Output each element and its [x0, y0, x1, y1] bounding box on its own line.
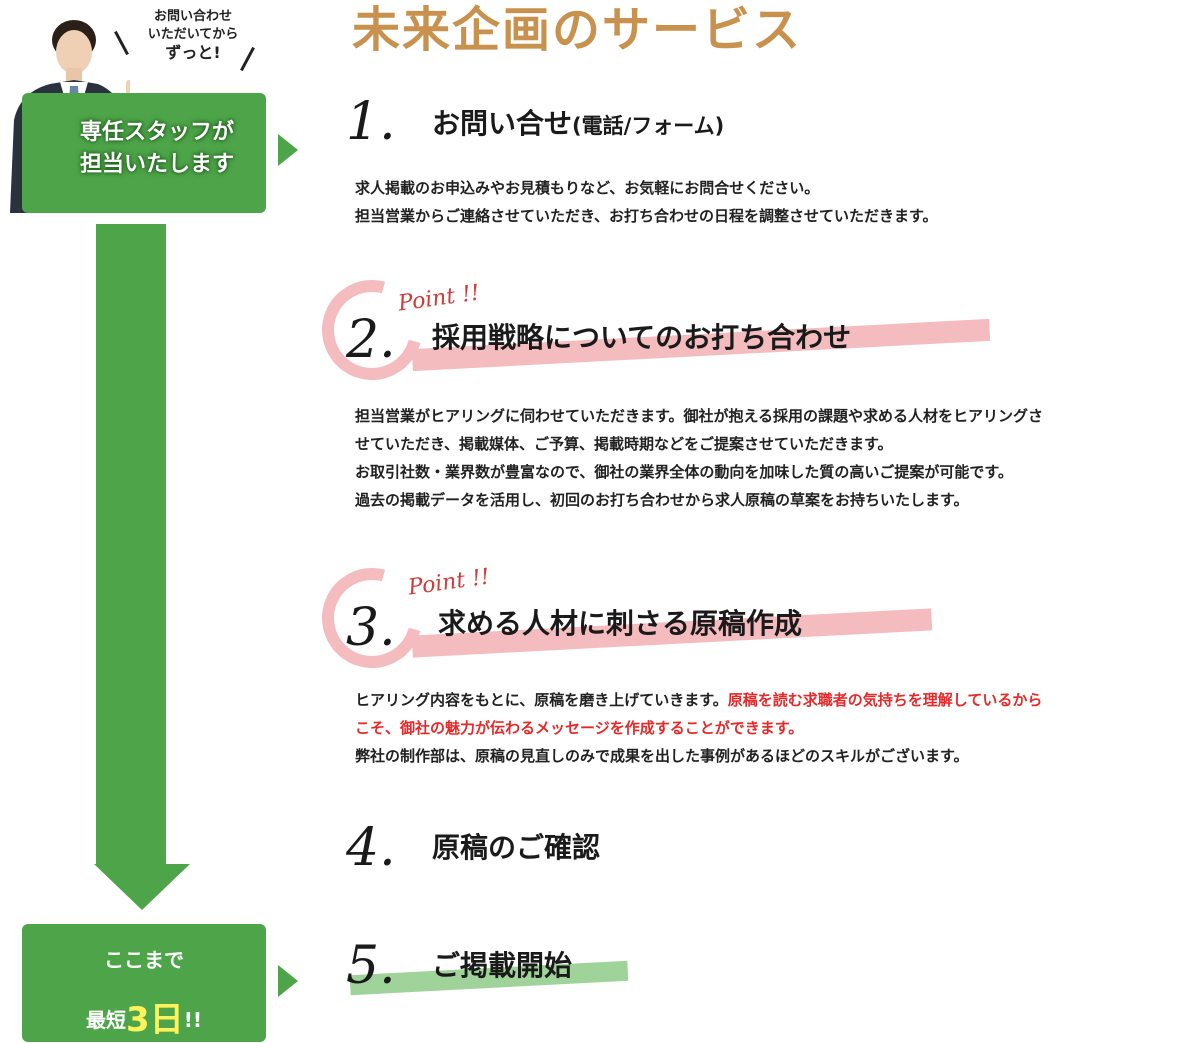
step-5-number: 5. [346, 936, 396, 996]
step-4-number: 4. [346, 818, 396, 878]
arrow-down-icon [94, 864, 190, 910]
step-5-title: ご掲載開始 [432, 949, 573, 982]
step-2-line: 担当営業がヒアリングに伺わせていただきます。御社が抱える採用の課題や求める人材を… [355, 407, 1044, 425]
step-2-title: 採用戦略についてのお打ち合わせ [432, 321, 852, 354]
step-3-description: ヒアリング内容をもとに、原稿を磨き上げていきます。原稿を読む求職者の気持ちを理解… [355, 686, 1181, 770]
arrow-right-icon [278, 134, 298, 166]
step-3-point-label: Point !! [406, 564, 492, 601]
duration-label: ここまで [104, 948, 184, 972]
duration-prefix: 最短 [86, 1008, 127, 1032]
step-3-title: 求める人材に刺さる原稿作成 [438, 607, 803, 640]
duration-suffix: !! [183, 1008, 202, 1032]
step-3-line-emphasis: こそ、御社の魅力が伝わるメッセージを作成することができます。 [355, 719, 804, 737]
staff-box-line: 専任スタッフが [79, 120, 234, 145]
step-1-line: 求人掲載のお申込みやお見積もりなど、お気軽にお問合せください。 [355, 179, 820, 197]
page-title: 未来企画のサービス [352, 2, 803, 58]
staff-box-line: 担当いたします [79, 152, 234, 177]
arrow-right-icon [278, 965, 298, 997]
step-4-title: 原稿のご確認 [432, 831, 601, 864]
step-1-number: 1. [346, 92, 396, 152]
duration-days: 3日 [126, 1000, 184, 1040]
step-2-number: 2. [346, 310, 396, 370]
duration-value: 最短3日!! [22, 992, 266, 1041]
staff-box: 専任スタッフが 担当いたします [22, 93, 266, 213]
step-1-line: 担当営業からご連絡させていただき、お打ち合わせの日程を調整させていただきます。 [355, 207, 938, 225]
step-2-line: せていただき、掲載媒体、ご予算、掲載時期などをご提案させていただきます。 [355, 435, 893, 453]
step-2-description: 担当営業がヒアリングに伺わせていただきます。御社が抱える採用の課題や求める人材を… [355, 402, 1181, 514]
bubble-line: お問い合わせ [153, 9, 232, 24]
step-3-line: ヒアリング内容をもとに、原稿を磨き上げていきます。原稿を読む求職者の気持ちを理解… [355, 686, 1181, 714]
step-3-text-plain: ヒアリング内容をもとに、原稿を磨き上げていきます。 [355, 691, 728, 709]
step-3-line: 弊社の制作部は、原稿の見直しのみで成果を出した事例があるほどのスキルがございます… [355, 747, 969, 765]
step-2-line: お取引社数・業界数が豊富なので、御社の業界全体の動向を加味した質の高いご提案が可… [355, 463, 1013, 481]
step-1-title-main: お問い合せ [432, 107, 573, 140]
step-2-point-label: Point !! [396, 280, 482, 317]
step-1-description: 求人掲載のお申込みやお見積もりなど、お気軽にお問合せください。 担当営業からご連… [355, 174, 1175, 230]
step-3-text-emphasis: 原稿を読む求職者の気持ちを理解しているから [727, 691, 1043, 709]
bubble-line: ずっと! [165, 43, 221, 62]
bubble-line: いただいてから [147, 27, 239, 42]
step-1-title-sub: (電話/フォーム) [572, 114, 725, 138]
speech-bubble: お問い合わせ いただいてから ずっと! [118, 8, 268, 62]
step-3-number: 3. [346, 598, 396, 658]
step-2-line: 過去の掲載データを活用し、初回のお打ち合わせから求人原稿の草案をお持ちいたします… [355, 491, 969, 509]
flow-arrow-shaft [96, 224, 166, 864]
duration-box: ここまで 最短3日!! [22, 924, 266, 1042]
step-1-title: お問い合せ(電話/フォーム) [432, 106, 724, 144]
